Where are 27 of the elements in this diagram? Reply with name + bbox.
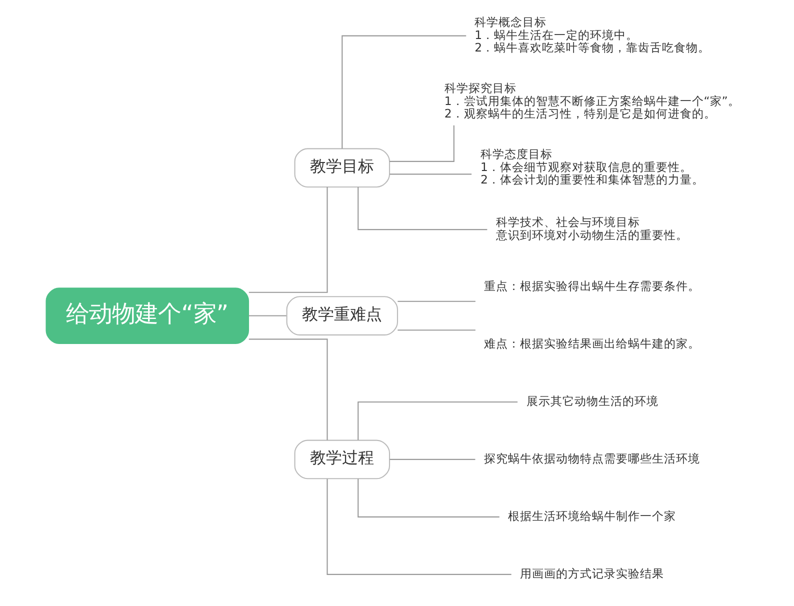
connector bbox=[248, 315, 286, 316]
node-text: 科学概念目标 1．蜗牛生活在一定的环境中。 2．蜗牛喜欢吃菜叶等食物，靠齿舌吃食物。 bbox=[474, 15, 710, 55]
connector bbox=[397, 300, 475, 302]
connector bbox=[389, 174, 472, 175]
connector bbox=[357, 401, 518, 440]
node-text: 难点：根据实验结果画出给蜗牛建的家。 bbox=[484, 336, 700, 350]
connector bbox=[389, 125, 454, 162]
node-text: 用画画的方式记录实验结果 bbox=[519, 566, 664, 580]
connector bbox=[326, 478, 511, 575]
node-box: 给动物建个“家” bbox=[45, 288, 249, 344]
node-text: 重点：根据实验得出蜗牛生存需要条件。 bbox=[484, 279, 700, 294]
connector bbox=[248, 338, 328, 440]
connector bbox=[357, 187, 487, 230]
node-text: 根据生活环境给蜗牛制作一个家 bbox=[508, 508, 676, 523]
node-text: 展示其它动物生活的环境 bbox=[526, 394, 658, 408]
node-text: 科学技术、社会与环境目标 意识到环境对小动物生活的重要性。 bbox=[495, 215, 688, 242]
connector bbox=[357, 478, 499, 518]
connector bbox=[248, 187, 328, 293]
node-text: 科学探究目标 1．尝试用集体的智慧不断修正方案给蜗牛建一个“家”。 2．观察蜗牛的生活习性，特别是它是如何进食的。 bbox=[444, 81, 740, 121]
node-box: 教学重难点 bbox=[286, 296, 398, 336]
node-text: 探究蜗牛依据动物特点需要哪些生活环境 bbox=[484, 451, 700, 466]
node-box: 教学目标 bbox=[294, 148, 390, 188]
connector bbox=[389, 458, 475, 460]
connector bbox=[341, 35, 466, 149]
connector bbox=[397, 330, 475, 331]
node-text: 科学态度目标 1．体会细节观察对获取信息的重要性。 2．体会计划的重要性和集体智慧的力量。 bbox=[480, 147, 704, 187]
node-box: 教学过程 bbox=[294, 440, 390, 480]
